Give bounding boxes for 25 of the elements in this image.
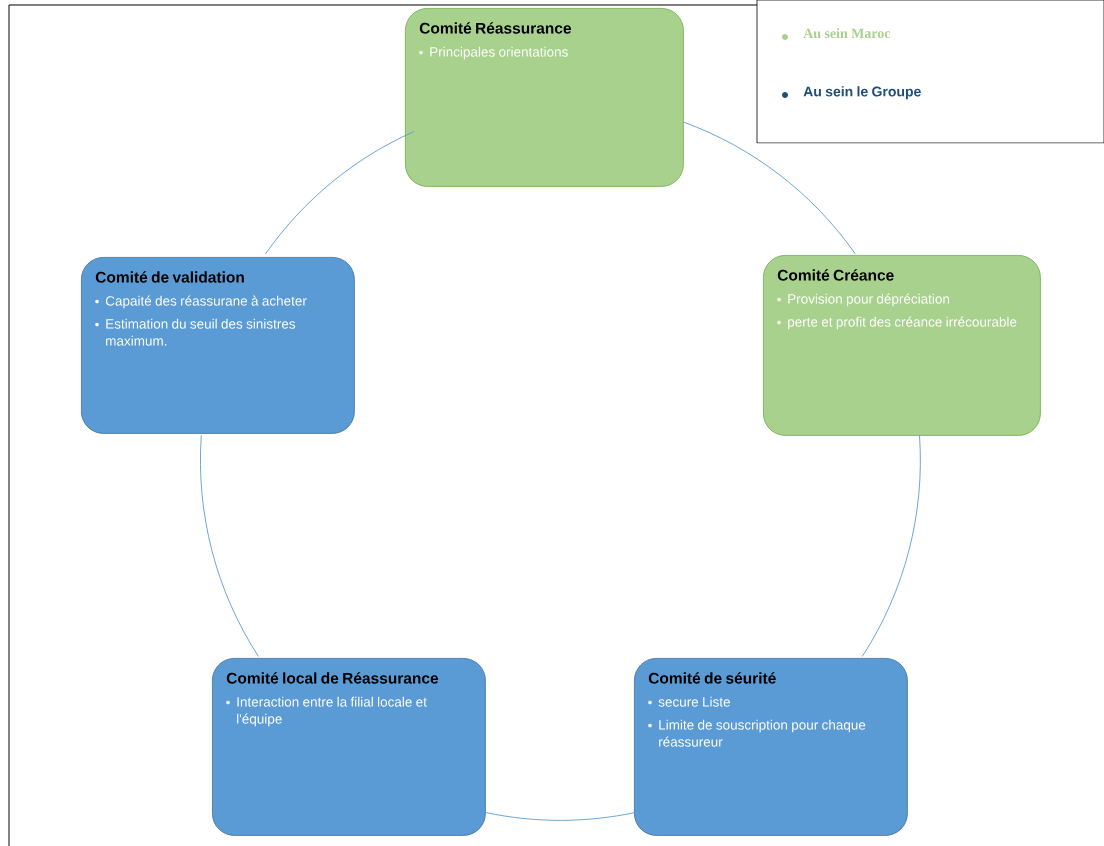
- bullet-item: Estimation du seuil des sinistres maximum.: [95, 318, 296, 346]
- box-heading: Comité Créance: [777, 269, 894, 281]
- connector-arc: [200, 434, 259, 657]
- bullet-item: Interaction entre la filial locale et l'équipe: [226, 696, 427, 727]
- bullet-item: secure Liste: [648, 696, 730, 707]
- committee-box: [763, 255, 1041, 436]
- bullet-item: Limite de souscription pour chaque réassureur: [648, 719, 866, 747]
- bullet-item: Capaité des réassurane à acheter: [95, 295, 307, 309]
- committee-box: [405, 8, 684, 187]
- legend-text: Au sein Maroc: [803, 28, 891, 39]
- bullet-item: perte et profit des créance irrécourable: [777, 316, 1017, 330]
- committee-box: [212, 658, 486, 836]
- legend-text: Au sein le Groupe: [803, 86, 921, 100]
- box-heading: Comité local de Réassurance: [226, 672, 439, 684]
- bullet-item: Principales orientations: [419, 46, 568, 60]
- connector-arc: [861, 434, 921, 657]
- connector-arc: [683, 121, 856, 255]
- committee-box: [81, 257, 355, 434]
- bullet-item: Provision pour dépréciation: [777, 293, 950, 307]
- connector-arc: [485, 812, 636, 821]
- box-heading: Comité de validation: [95, 271, 244, 283]
- committee-box: [634, 658, 908, 836]
- box-heading: Comité de séurité: [648, 672, 776, 684]
- connector-arc: [265, 131, 415, 255]
- box-heading: Comité Réassurance: [419, 22, 572, 34]
